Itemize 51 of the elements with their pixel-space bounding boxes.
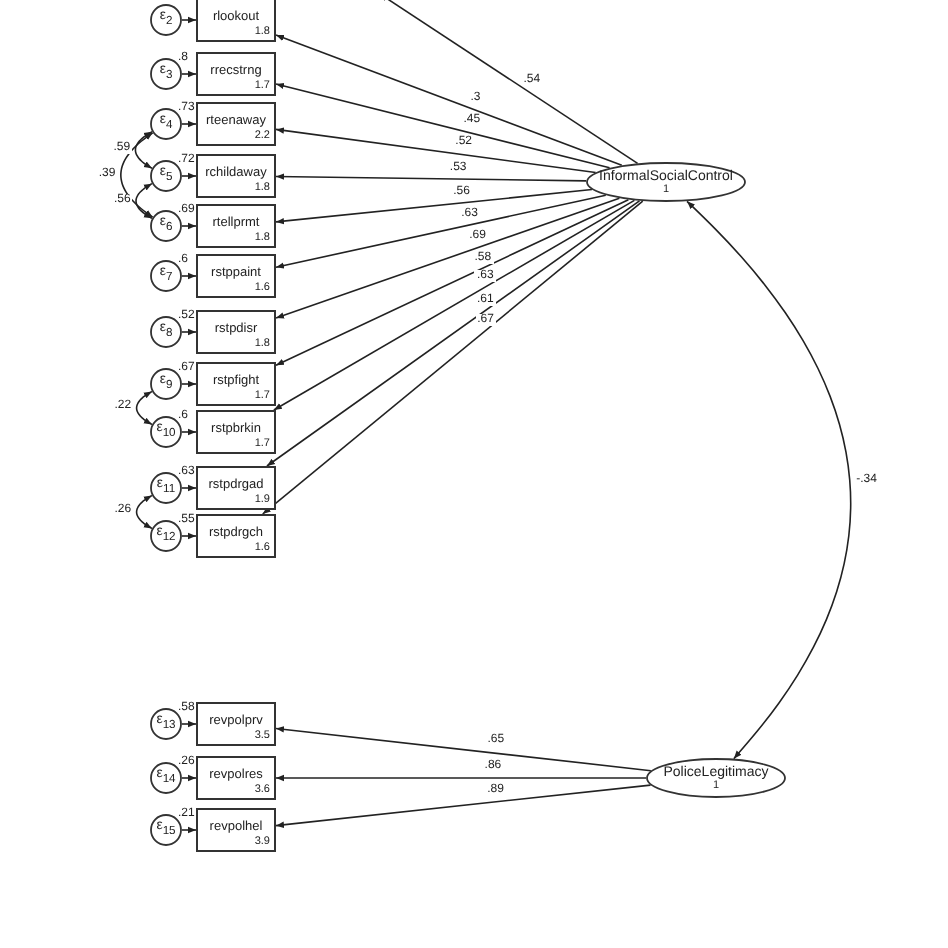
- path-arrow: [181, 120, 197, 128]
- covariance-arrow: [686, 200, 852, 760]
- observed-variable-box: [196, 102, 276, 146]
- path-arrow: [273, 199, 636, 411]
- latent-variable-ellipse: [646, 758, 786, 798]
- covariance-arrow: [135, 182, 153, 220]
- observed-variable-box: [196, 410, 276, 454]
- path-arrow: [275, 726, 652, 772]
- covariance-arrow: [120, 132, 154, 218]
- observed-variable-box: [196, 756, 276, 800]
- covariance-arrow: [135, 390, 153, 426]
- path-arrow: [266, 200, 641, 467]
- observed-variable-box: [196, 362, 276, 406]
- path-arrow: [275, 194, 607, 269]
- path-arrow: [181, 720, 197, 728]
- path-arrow: [181, 70, 197, 78]
- path-arrow: [181, 484, 197, 492]
- observed-variable-box: [196, 0, 276, 42]
- observed-variable-box: [196, 154, 276, 198]
- observed-variable-box: [196, 808, 276, 852]
- path-arrow: [181, 328, 197, 336]
- path-arrow: [181, 222, 197, 230]
- observed-variable-box: [196, 310, 276, 354]
- path-arrow: [275, 34, 623, 167]
- covariance-arrow: [135, 494, 153, 530]
- path-arrow: [181, 774, 197, 782]
- covariance-arrow: [134, 130, 153, 170]
- latent-variable-ellipse: [586, 162, 746, 202]
- path-arrow: [261, 200, 644, 515]
- path-arrow: [181, 272, 197, 280]
- path-arrow: [181, 826, 197, 834]
- path-arrow: [181, 380, 197, 388]
- path-arrow: [275, 198, 630, 366]
- observed-variable-box: [196, 466, 276, 510]
- path-arrow: [181, 16, 197, 24]
- path-arrow: [275, 127, 597, 174]
- error-term-circle: [150, 4, 182, 36]
- observed-variable-box: [196, 702, 276, 746]
- path-arrow: [181, 172, 197, 180]
- observed-variable-box: [196, 514, 276, 558]
- observed-variable-box: [196, 254, 276, 298]
- observed-variable-box: [196, 204, 276, 248]
- path-arrow: [275, 774, 647, 782]
- path-arrow: [181, 428, 197, 436]
- path-arrow: [275, 197, 621, 319]
- path-arrow: [275, 82, 611, 169]
- observed-variable-box: [196, 52, 276, 96]
- path-arrow: [275, 188, 593, 225]
- path-arrow: [275, 173, 587, 182]
- path-arrow: [181, 532, 197, 540]
- path-arrow: [275, 784, 652, 828]
